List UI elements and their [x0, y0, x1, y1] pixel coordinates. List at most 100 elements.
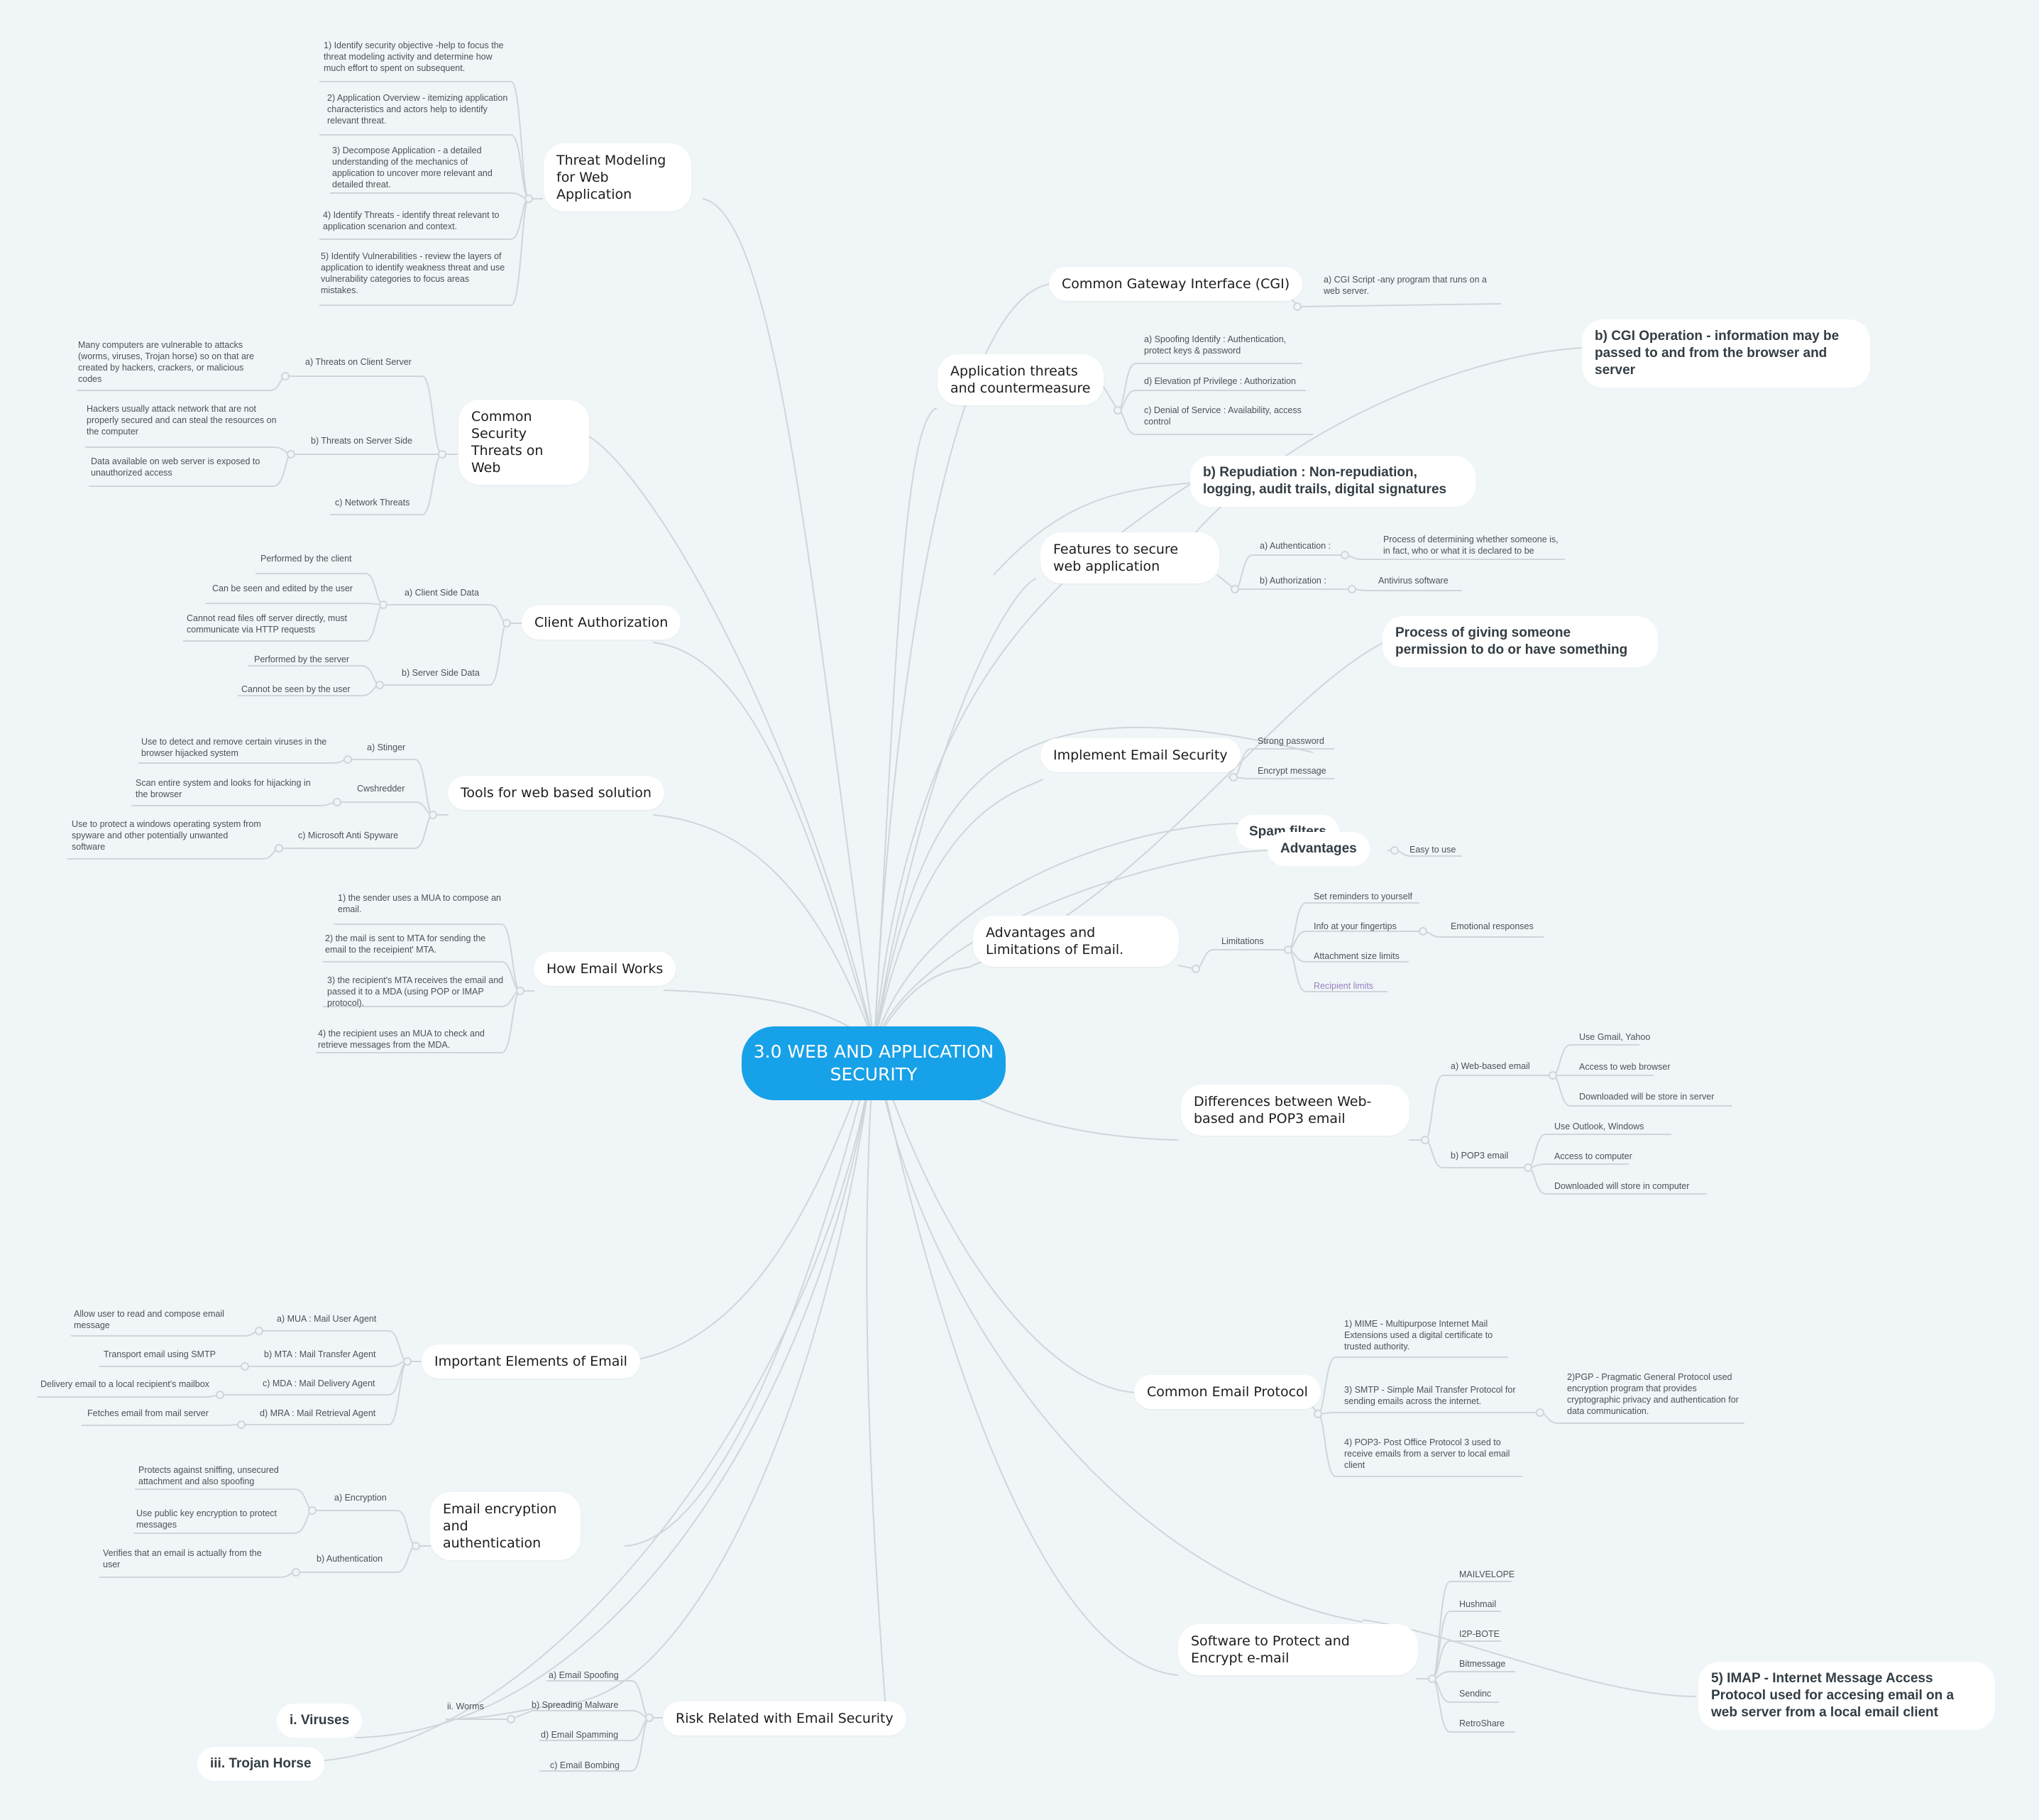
server-note-1: Hackers usually attack network that are … — [87, 404, 277, 437]
topic-label: How Email Works — [546, 961, 664, 977]
cwshredder-note: Scan entire system and looks for hijacki… — [136, 778, 311, 799]
elevation-privilege: d) Elevation pf Privilege : Authorizatio… — [1144, 376, 1297, 386]
client-item-3: Cannot read files off server directly, m… — [187, 613, 348, 635]
client-side-data: a) Client Side Data — [405, 588, 479, 598]
software-bitmessage: Bitmessage — [1459, 1659, 1506, 1669]
topic-label: Application threats and countermeasure — [950, 363, 1091, 396]
stinger-note: Use to detect and remove certain viruses… — [141, 737, 327, 758]
topic-risk[interactable]: Risk Related with Email Security — [663, 1701, 906, 1736]
topic-implement-email-security[interactable]: Implement Email Security — [1040, 738, 1241, 772]
floating-cgi-operation[interactable]: b) CGI Operation - information may be pa… — [1582, 319, 1870, 388]
topic-threat-modeling[interactable]: Threat Modeling for Web Application — [544, 143, 691, 212]
email-spamming: d) Email Spamming — [541, 1730, 619, 1740]
mta: b) MTA : Mail Transfer Agent — [264, 1349, 376, 1359]
topic-client-authorization[interactable]: Client Authorization — [522, 605, 681, 640]
authentication-feature-note: Process of determining whether someone i… — [1383, 535, 1559, 556]
threat-item-2: 2) Application Overview - itemizing appl… — [327, 93, 508, 126]
mra: d) MRA : Mail Retrieval Agent — [260, 1408, 376, 1418]
mta-note: Transport email using SMTP — [104, 1349, 216, 1359]
floating-viruses[interactable]: i. Viruses — [277, 1704, 363, 1738]
floating-advantages[interactable]: Advantages — [1268, 832, 1370, 866]
protocol-smtp: 3) SMTP - Simple Mail Transfer Protocol … — [1344, 1385, 1516, 1406]
software-hushmail: Hushmail — [1459, 1599, 1497, 1609]
email-step-1: 1) the sender uses a MUA to compose an e… — [338, 893, 501, 914]
topic-software[interactable]: Software to Protect and Encrypt e-mail — [1178, 1624, 1418, 1675]
spreading-malware: b) Spreading Malware — [532, 1700, 619, 1710]
floating-permission[interactable]: Process of giving someone permission to … — [1383, 616, 1658, 667]
network-threats: c) Network Threats — [335, 498, 410, 508]
topic-label: Risk Related with Email Security — [676, 1711, 894, 1726]
server-side-threats: b) Threats on Server Side — [311, 436, 412, 446]
mua: a) MUA : Mail User Agent — [277, 1314, 377, 1324]
topic-app-threats[interactable]: Application threats and countermeasure — [938, 354, 1104, 405]
topic-label: Software to Protect and Encrypt e-mail — [1191, 1633, 1350, 1666]
software-i2p-bote: I2P-BOTE — [1459, 1629, 1500, 1639]
topic-label: Email encryption and authentication — [443, 1501, 557, 1551]
info-fingertips: Info at your fingertips — [1314, 921, 1397, 931]
email-step-4: 4) the recipient uses an MUA to check an… — [318, 1029, 485, 1050]
topic-cgi[interactable]: Common Gateway Interface (CGI) — [1049, 267, 1303, 301]
server-note-2: Data available on web server is exposed … — [91, 456, 260, 478]
client-server-note: Many computers are vulnerable to attacks… — [78, 340, 255, 384]
mda-note: Delivery email to a local recipient's ma… — [40, 1379, 209, 1389]
central-title: 3.0 WEB AND APPLICATION SECURITY — [753, 1041, 994, 1085]
email-spoofing: a) Email Spoofing — [549, 1670, 619, 1680]
software-retroshare: RetroShare — [1459, 1718, 1505, 1728]
central-topic[interactable]: 3.0 WEB AND APPLICATION SECURITY — [742, 1026, 1006, 1100]
attachment-limits: Attachment size limits — [1314, 951, 1400, 961]
topic-common-email-protocol[interactable]: Common Email Protocol — [1134, 1375, 1321, 1409]
floating-imap[interactable]: 5) IMAP - Internet Message Access Protoc… — [1698, 1662, 1995, 1730]
topic-advantages-limitations[interactable]: Advantages and Limitations of Email. — [973, 916, 1179, 967]
encryption-note-1: Protects against sniffing, unsecured att… — [138, 1465, 279, 1486]
cwshredder: Cwshredder — [357, 784, 405, 794]
topic-label: Differences between Web-based and POP3 e… — [1194, 1094, 1372, 1126]
cgi-script: a) CGI Script -any program that runs on … — [1324, 275, 1487, 296]
protocol-pgp: 2)PGP - Pragmatic General Protocol used … — [1567, 1372, 1739, 1416]
easy-to-use: Easy to use — [1409, 845, 1456, 855]
emotional-responses: Emotional responses — [1451, 921, 1534, 931]
email-step-3: 3) the recipient's MTA receives the emai… — [327, 975, 504, 1008]
limitations: Limitations — [1221, 936, 1264, 946]
topic-email-encryption[interactable]: Email encryption and authentication — [430, 1492, 581, 1560]
topic-tools[interactable]: Tools for web based solution — [448, 776, 664, 810]
topic-important-elements[interactable]: Important Elements of Email — [422, 1344, 640, 1378]
topic-label: Common Security Threats on Web — [471, 409, 544, 476]
encrypt-message: Encrypt message — [1258, 766, 1326, 776]
strong-password: Strong password — [1258, 736, 1324, 746]
topic-differences[interactable]: Differences between Web-based and POP3 e… — [1181, 1085, 1409, 1136]
web-based-email: a) Web-based email — [1451, 1061, 1530, 1071]
protocol-mime: 1) MIME - Multipurpose Internet Mail Ext… — [1344, 1319, 1493, 1352]
stinger: a) Stinger — [367, 742, 406, 752]
server-side-data: b) Server Side Data — [402, 668, 480, 678]
protocol-pop3: 4) POP3- Post Office Protocol 3 used to … — [1344, 1437, 1510, 1470]
software-mailvelope: MAILVELOPE — [1459, 1569, 1515, 1579]
topic-label: Client Authorization — [534, 615, 669, 630]
topic-how-email-works[interactable]: How Email Works — [534, 952, 676, 986]
topic-label: Common Email Protocol — [1147, 1384, 1308, 1400]
client-server-threats: a) Threats on Client Server — [305, 357, 412, 367]
topic-common-threats[interactable]: Common Security Threats on Web — [458, 400, 589, 485]
software-sendinc: Sendinc — [1459, 1689, 1492, 1699]
ms-note: Use to protect a windows operating syste… — [72, 819, 261, 852]
authentication-feature: a) Authentication : — [1260, 541, 1331, 551]
set-reminders: Set reminders to yourself — [1314, 892, 1412, 901]
web-item-1: Use Gmail, Yahoo — [1579, 1032, 1651, 1042]
floating-trojan-horse[interactable]: iii. Trojan Horse — [197, 1747, 324, 1781]
floating-repudiation[interactable]: b) Repudiation : Non-repudiation, loggin… — [1190, 456, 1475, 507]
email-step-2: 2) the mail is sent to MTA for sending t… — [325, 933, 486, 955]
threat-item-1: 1) Identify security objective -help to … — [324, 40, 504, 73]
client-item-2: Can be seen and edited by the user — [212, 583, 353, 593]
recipient-limits: Recipient limits — [1314, 981, 1374, 991]
authorization-feature-note: Antivirus software — [1378, 576, 1449, 586]
authentication: b) Authentication — [317, 1554, 383, 1564]
topic-label: Threat Modeling for Web Application — [556, 153, 666, 202]
mra-note: Fetches email from mail server — [87, 1408, 209, 1418]
topic-label: Advantages and Limitations of Email. — [986, 925, 1124, 958]
topic-label: Important Elements of Email — [434, 1354, 627, 1369]
topic-features[interactable]: Features to secure web application — [1040, 532, 1219, 583]
mda: c) MDA : Mail Delivery Agent — [263, 1378, 375, 1388]
encryption: a) Encryption — [334, 1493, 387, 1503]
spoofing-identify: a) Spoofing Identify : Authentication, p… — [1144, 334, 1287, 356]
web-item-3: Downloaded will be store in server — [1579, 1092, 1715, 1102]
